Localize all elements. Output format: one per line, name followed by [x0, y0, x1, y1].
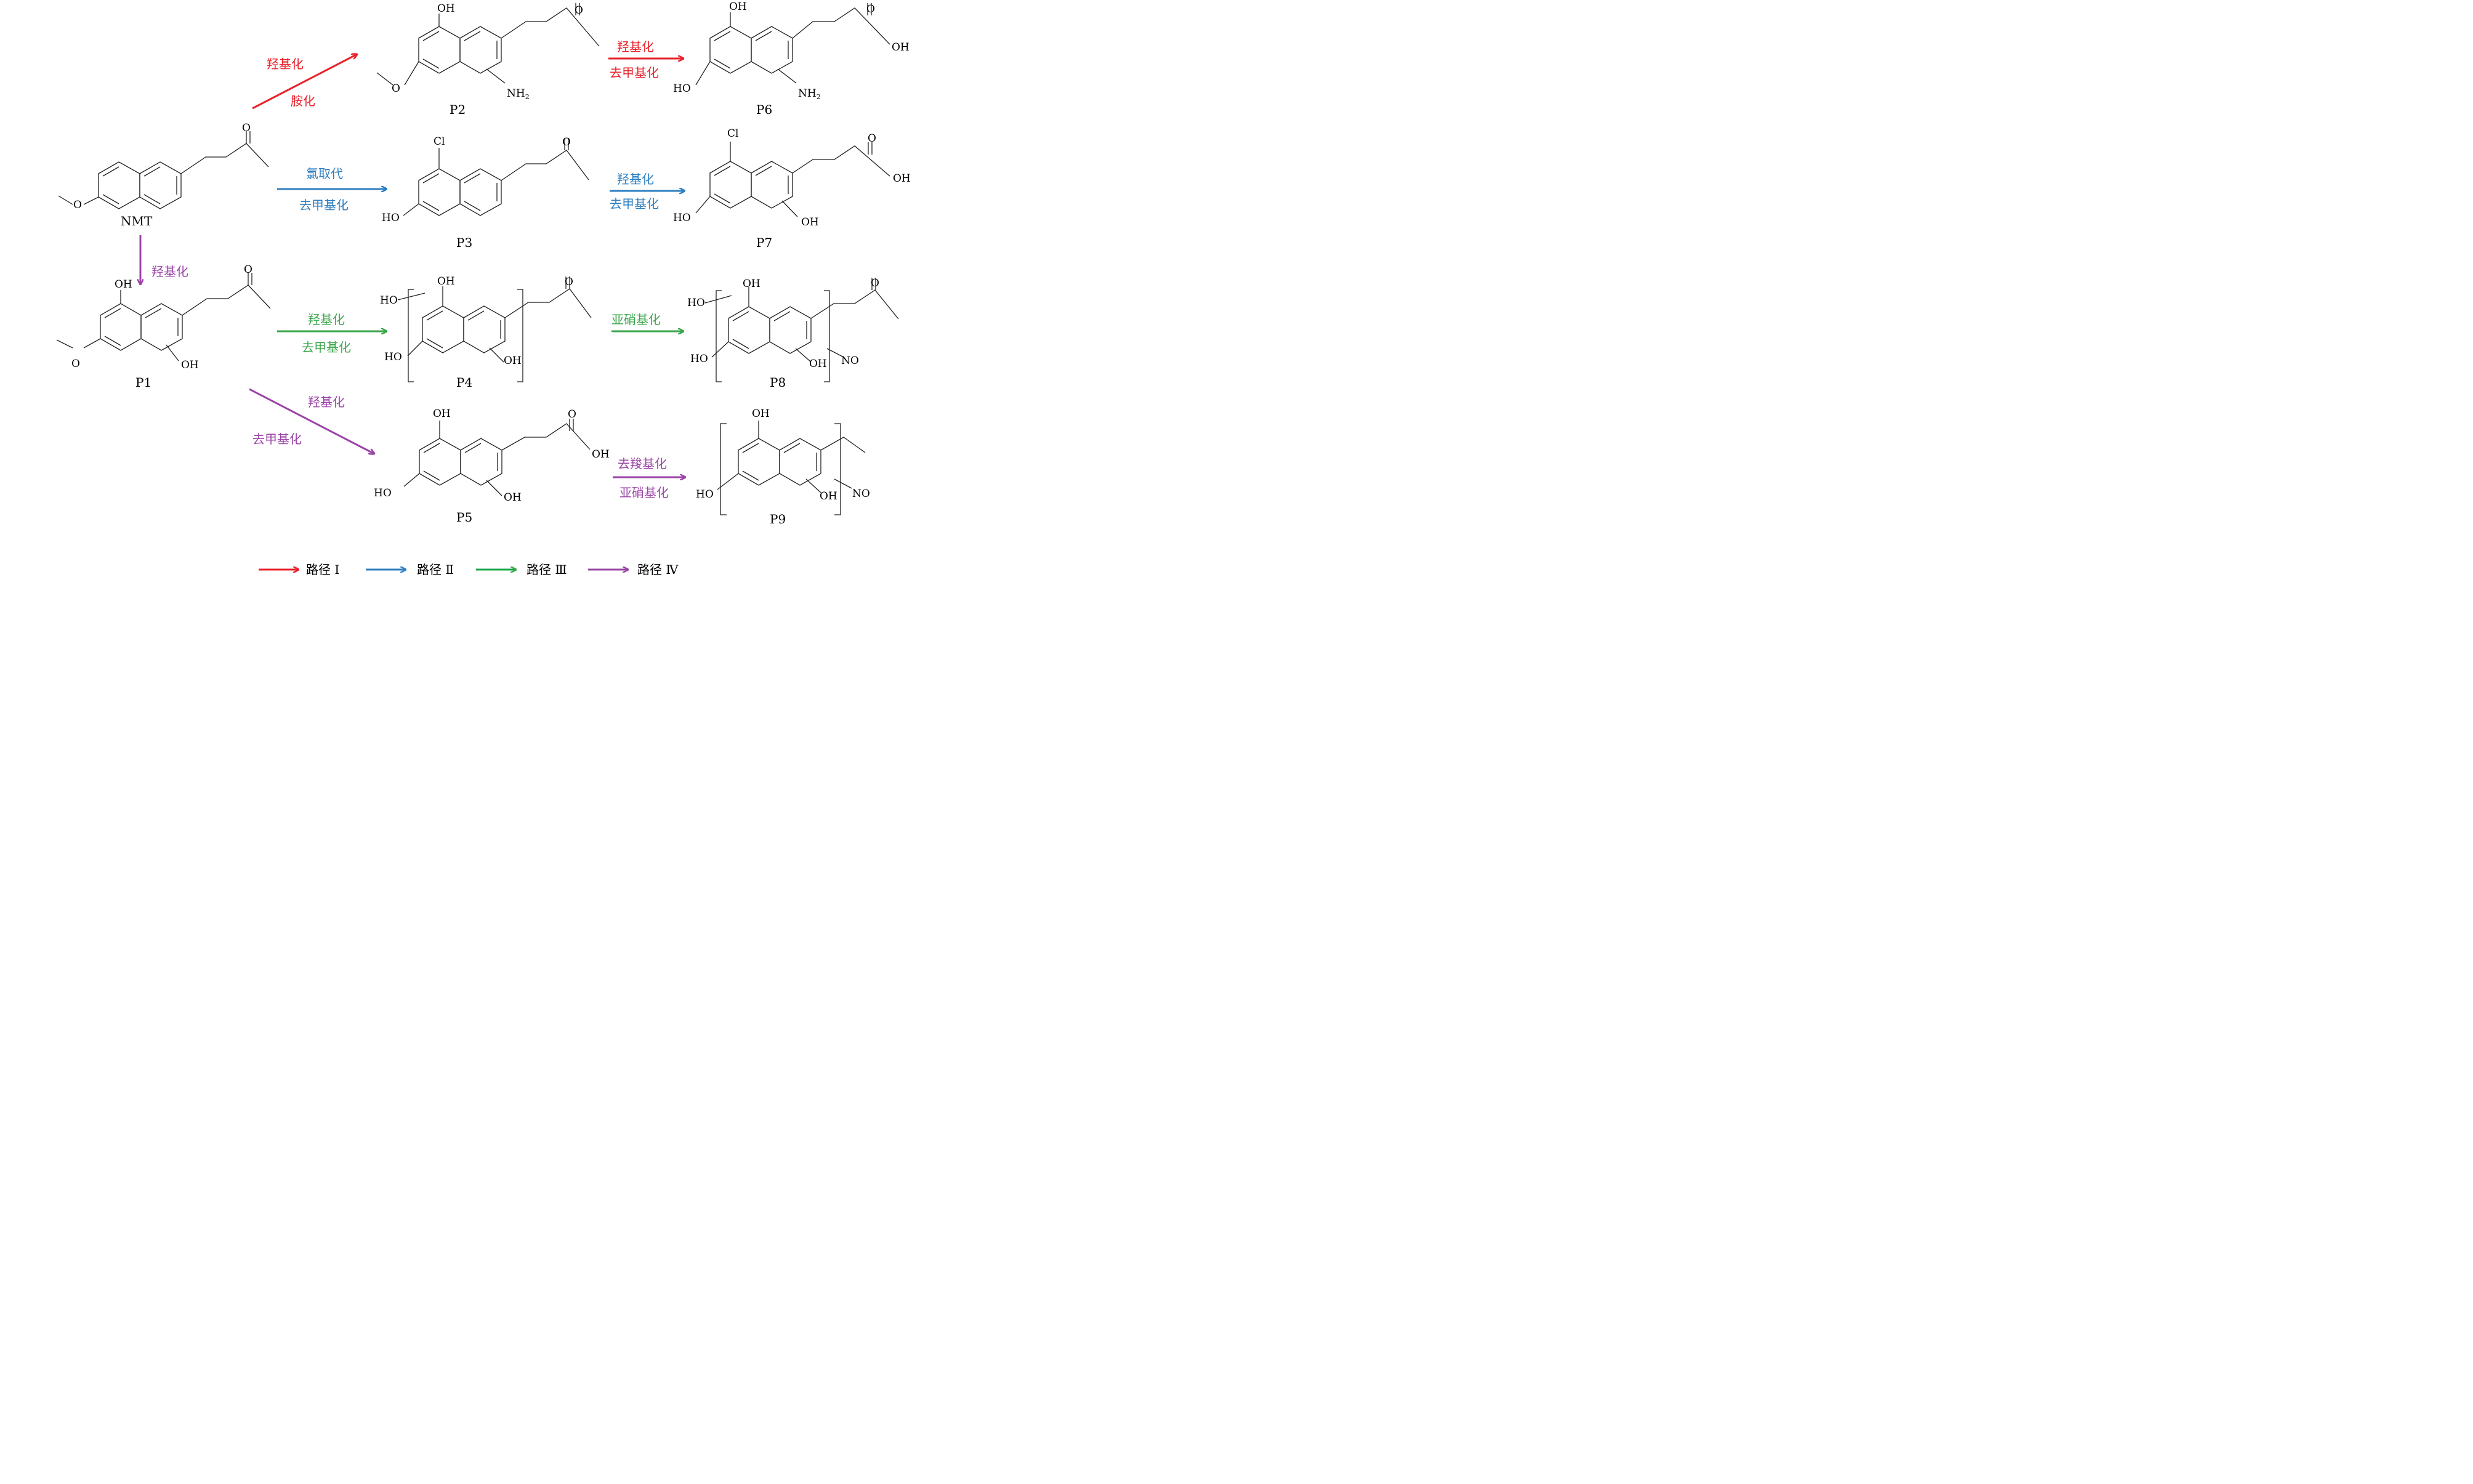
oxygen-label: O — [562, 136, 571, 148]
step-label-amination: 胺化 — [291, 94, 315, 108]
hydroxyl-label: HO — [382, 212, 400, 224]
hydroxyl-label: OH — [437, 2, 455, 15]
hydroxyl-label: HO — [673, 83, 691, 95]
compound-label-p1: P1 — [135, 375, 151, 390]
step-label-demethylation: 去甲基化 — [252, 432, 302, 446]
reaction-pathway-diagram: O O NMT O OH O OH P1 O OH O — [56, 1, 911, 577]
hydroxyl-label: HO — [687, 297, 705, 309]
oxygen-label: O — [73, 199, 82, 211]
legend-label-route-3: 路径 Ⅲ — [526, 562, 567, 577]
hydroxyl-label: OH — [752, 408, 770, 420]
step-label-hydroxylation: 羟基化 — [308, 395, 345, 409]
hydroxyl-label: OH — [592, 448, 610, 461]
chlorine-label: Cl — [434, 135, 445, 148]
hydroxyl-label: HO — [690, 353, 708, 365]
oxygen-label: O — [71, 358, 80, 370]
hydroxyl-label: HO — [374, 487, 392, 499]
arrow-nmt-to-p2 — [252, 54, 357, 110]
step-label-demethylation: 去甲基化 — [302, 340, 351, 355]
hydroxyl-label: OH — [437, 275, 455, 288]
oxygen-label: O — [575, 4, 583, 17]
step-label-hydroxylation: 羟基化 — [617, 172, 654, 187]
hydroxyl-label: OH — [181, 359, 199, 371]
compound-p2 — [376, 3, 600, 86]
hydroxyl-label: OH — [115, 278, 132, 291]
compound-nmt — [58, 131, 269, 209]
oxygen-label: O — [871, 277, 879, 289]
step-label-nitrosation: 亚硝基化 — [619, 485, 669, 500]
legend-label-route-4: 路径 Ⅳ — [637, 562, 679, 577]
compound-label-p4: P4 — [456, 375, 472, 390]
amino-label: NH2 — [798, 87, 821, 101]
step-label-demethylation: 去甲基化 — [610, 196, 659, 211]
arrow-p1-to-p5 — [249, 388, 374, 454]
compound-p7 — [695, 142, 890, 217]
legend: 路径 Ⅰ 路径 Ⅱ 路径 Ⅲ 路径 Ⅳ — [259, 562, 679, 577]
hydroxyl-label: OH — [433, 408, 451, 420]
hydroxyl-label: OH — [729, 1, 747, 13]
compound-label-p5: P5 — [456, 510, 472, 525]
hydroxyl-label: OH — [892, 41, 910, 54]
step-label-decarboxylation: 去羧基化 — [618, 456, 667, 471]
compound-p8 — [704, 278, 899, 382]
compound-p4 — [397, 276, 592, 382]
step-label-demethylation: 去甲基化 — [299, 198, 349, 212]
compound-label-p7: P7 — [756, 235, 772, 250]
compound-label-p9: P9 — [770, 512, 786, 526]
step-label-nitrosation: 亚硝基化 — [611, 312, 661, 327]
oxygen-label: O — [868, 132, 876, 145]
step-label-hydroxylation: 羟基化 — [617, 39, 654, 54]
nitroso-label: NO — [841, 355, 859, 367]
compound-p1 — [56, 273, 271, 361]
hydroxyl-label: HO — [673, 212, 691, 224]
amino-label: NH2 — [507, 87, 530, 101]
hydroxyl-label: OH — [743, 278, 760, 290]
hydroxyl-label: HO — [380, 294, 398, 307]
hydroxyl-label: OH — [893, 172, 911, 185]
step-label-hydroxylation: 羟基化 — [151, 264, 188, 279]
legend-label-route-1: 路径 Ⅰ — [306, 562, 339, 577]
hydroxyl-label: OH — [801, 216, 819, 228]
oxygen-label: O — [866, 3, 875, 15]
hydroxyl-label: OH — [820, 490, 837, 502]
oxygen-label: O — [242, 122, 251, 134]
step-label-demethylation: 去甲基化 — [610, 65, 659, 80]
compound-p3 — [403, 138, 589, 216]
hydroxyl-label: OH — [809, 358, 827, 370]
oxygen-label: O — [565, 276, 573, 288]
hydroxyl-label: OH — [504, 491, 522, 504]
compound-label-p2: P2 — [450, 102, 466, 117]
chlorine-label: Cl — [727, 127, 738, 140]
oxygen-label: O — [568, 408, 576, 421]
compound-label-p3: P3 — [456, 235, 472, 250]
compound-label-p6: P6 — [756, 102, 772, 117]
oxygen-label: O — [244, 264, 252, 276]
compound-label-p8: P8 — [770, 375, 786, 390]
hydroxyl-label: HO — [384, 351, 402, 363]
oxygen-label: O — [392, 83, 400, 95]
compound-p6 — [695, 3, 890, 86]
hydroxyl-label: OH — [504, 355, 522, 367]
legend-label-route-2: 路径 Ⅱ — [417, 562, 454, 577]
step-label-hydroxylation: 羟基化 — [267, 57, 304, 71]
compound-label-nmt: NMT — [121, 214, 153, 228]
compound-p5 — [403, 419, 591, 496]
hydroxyl-label: HO — [696, 488, 714, 501]
step-label-chlorination: 氯取代 — [306, 166, 343, 181]
nitroso-label: NO — [852, 488, 870, 500]
step-label-hydroxylation: 羟基化 — [308, 312, 345, 327]
compound-p9 — [717, 421, 866, 515]
